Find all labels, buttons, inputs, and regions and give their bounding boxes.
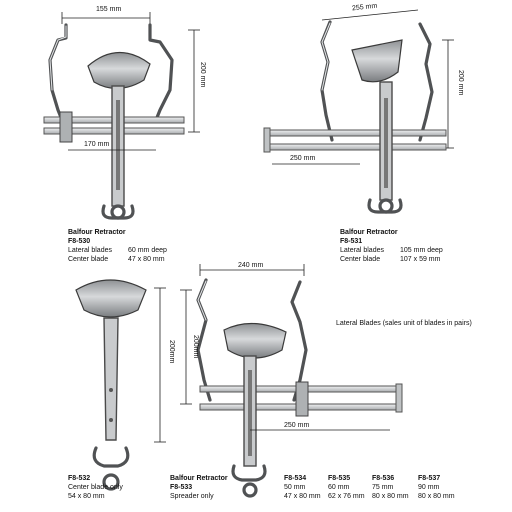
spec-row: Center blade 107 x 59 mm (340, 255, 443, 264)
dim-height-f8-531: 200 mm (457, 70, 464, 96)
product-title: Balfour Retractor (340, 229, 398, 236)
spec-row: Lateral blades 60 mm deep (68, 246, 167, 255)
caption-f8-532: F8-532 Center blade only 54 x 80 mm (68, 474, 123, 501)
lateral-model-f8-534: F8-534 50 mm 47 x 80 mm (284, 474, 321, 501)
lateral-blades-note: Lateral Blades (sales unit of blades in … (336, 320, 472, 327)
dim-height-f8-533: 200mm (192, 335, 199, 359)
lateral-model-f8-536: F8-536 75 mm 80 x 80 mm (372, 474, 409, 501)
product-code: F8-532 (68, 475, 91, 482)
model-depth: 75 mm (372, 484, 394, 491)
product-title: Balfour Retractor (68, 229, 126, 236)
lateral-model-f8-535: F8-535 60 mm 62 x 76 mm (328, 474, 365, 501)
spec-label: Lateral blades (68, 247, 112, 254)
retractor-f8-530-drawing (43, 12, 200, 220)
model-size: 47 x 80 mm (284, 493, 321, 500)
dim-bar-f8-531: 250 mm (290, 155, 316, 162)
lateral-model-f8-537: F8-537 90 mm 80 x 80 mm (418, 474, 455, 501)
spec-value: 47 x 80 mm (128, 256, 165, 263)
spec-label: Spreader only (170, 493, 214, 500)
caption-f8-531: Balfour Retractor F8-531 Lateral blades … (340, 228, 443, 264)
dim-bar-f8-530: 170 mm (84, 141, 110, 148)
spec-label: 54 x 80 mm (68, 493, 105, 500)
product-title: Balfour Retractor (170, 475, 228, 482)
spec-label: Center blade (340, 256, 381, 263)
model-code: F8-535 (328, 475, 351, 482)
spec-label: Center blade (68, 256, 109, 263)
model-size: 80 x 80 mm (418, 493, 455, 500)
spec-label: Center blade only (68, 484, 123, 491)
model-code: F8-536 (372, 475, 395, 482)
caption-f8-530: Balfour Retractor F8-530 Lateral blades … (68, 228, 167, 264)
model-size: 80 x 80 mm (372, 493, 409, 500)
spec-label: Lateral blades (340, 247, 384, 254)
dim-width-f8-530: 155 mm (96, 6, 122, 13)
model-code: F8-534 (284, 475, 307, 482)
spec-row: Center blade 47 x 80 mm (68, 255, 167, 264)
model-size: 62 x 76 mm (328, 493, 365, 500)
product-code: F8-531 (340, 238, 363, 245)
spec-value: 107 x 59 mm (400, 256, 441, 263)
model-depth: 90 mm (418, 484, 440, 491)
dim-height-f8-530: 200 mm (199, 62, 206, 88)
spec-value: 105 mm deep (400, 247, 443, 254)
model-code: F8-537 (418, 475, 441, 482)
retractor-f8-531-drawing (263, 9, 454, 214)
center-blade-f8-532-drawing (75, 279, 166, 491)
model-depth: 50 mm (284, 484, 306, 491)
dim-height-f8-532: 200mm (168, 340, 175, 364)
retractor-f8-533-drawing (180, 264, 403, 498)
caption-f8-533: Balfour Retractor F8-533 Spreader only (170, 474, 228, 501)
dim-width-f8-533: 240 mm (238, 262, 264, 269)
dim-bar-f8-533: 250 mm (284, 422, 310, 429)
product-code: F8-533 (170, 484, 193, 491)
product-code: F8-530 (68, 238, 91, 245)
model-depth: 60 mm (328, 484, 350, 491)
spec-value: 60 mm deep (128, 247, 167, 254)
spec-row: Lateral blades 105 mm deep (340, 246, 443, 255)
